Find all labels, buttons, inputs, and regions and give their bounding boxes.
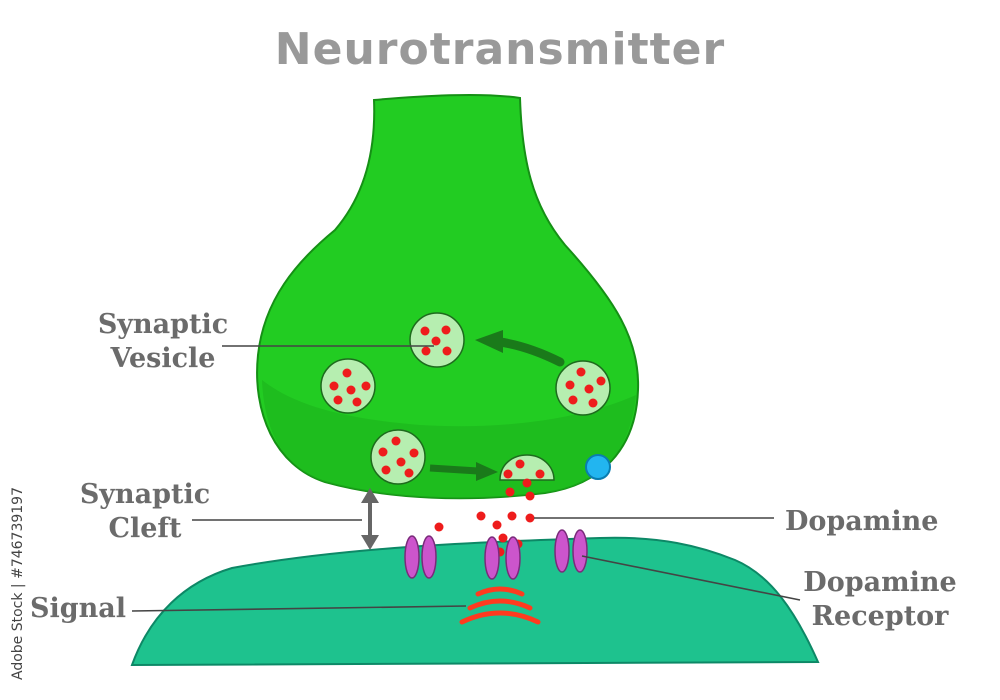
release-arrow: [429, 464, 479, 475]
leader-receptor: [581, 555, 801, 601]
page-title: Neurotransmitter: [274, 24, 726, 75]
label-signal: Signal: [30, 593, 127, 624]
dopamine-molecules: [434, 487, 535, 557]
vesicle-bottom-left: [370, 429, 426, 485]
label-synaptic-cleft: Synaptic Cleft: [79, 479, 211, 544]
vesicle-right: [555, 360, 611, 416]
leader-signal: [131, 605, 467, 612]
vesicle-left: [320, 358, 376, 414]
transporter-icon: [585, 454, 611, 480]
recycle-arrow-head: [475, 330, 503, 353]
vesicle-top: [409, 312, 465, 368]
label-dopamine-receptor: Dopamine Receptor: [803, 567, 957, 632]
recycle-arrow: [495, 337, 565, 367]
cleft-arrow: [361, 488, 379, 550]
label-dopamine: Dopamine: [785, 506, 939, 537]
label-synaptic-vesicle: Synaptic Vesicle: [97, 309, 229, 374]
release-arrow-head: [476, 462, 498, 481]
watermark: Adobe Stock | #746739197: [10, 487, 26, 680]
receptor-middle: [484, 536, 521, 580]
vesicle-fusing: [499, 454, 555, 488]
receptor-right: [554, 529, 588, 573]
postsynaptic-neuron: [130, 536, 820, 667]
receptor-left: [404, 535, 437, 579]
signal-waves: [459, 586, 541, 625]
